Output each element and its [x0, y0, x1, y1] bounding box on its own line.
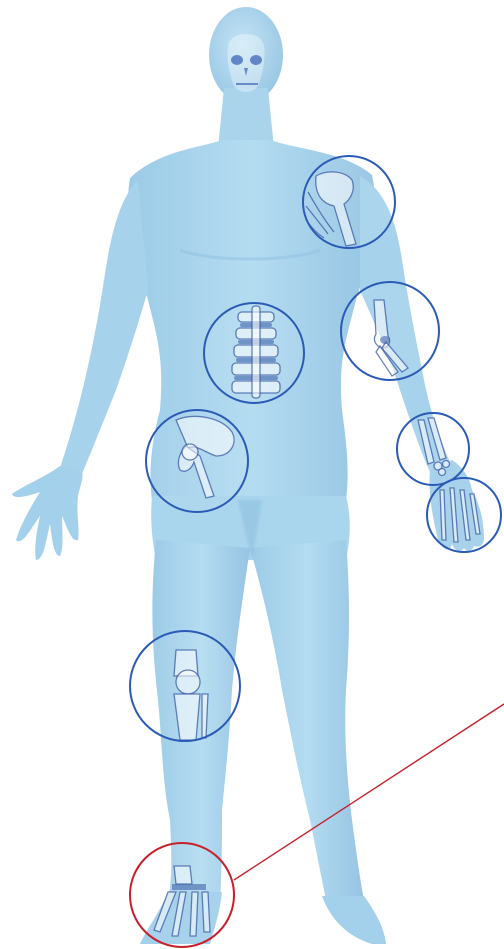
neck [218, 88, 274, 148]
pointer-line [234, 704, 504, 880]
left-arm [60, 180, 148, 474]
foot-hotspot[interactable] [130, 843, 234, 947]
right-leg [250, 540, 364, 900]
elbow-hotspot[interactable] [341, 282, 439, 380]
hip-hotspot[interactable] [146, 410, 248, 512]
skull-face [227, 34, 264, 92]
right-foot [322, 896, 386, 944]
knee-hotspot[interactable] [130, 631, 240, 741]
hand-hotspot[interactable] [427, 478, 501, 552]
spine-hotspot[interactable] [204, 303, 304, 403]
left-hand [12, 466, 83, 560]
wrist-hotspot[interactable] [397, 413, 469, 485]
shoulder-hotspot[interactable] [303, 156, 395, 248]
